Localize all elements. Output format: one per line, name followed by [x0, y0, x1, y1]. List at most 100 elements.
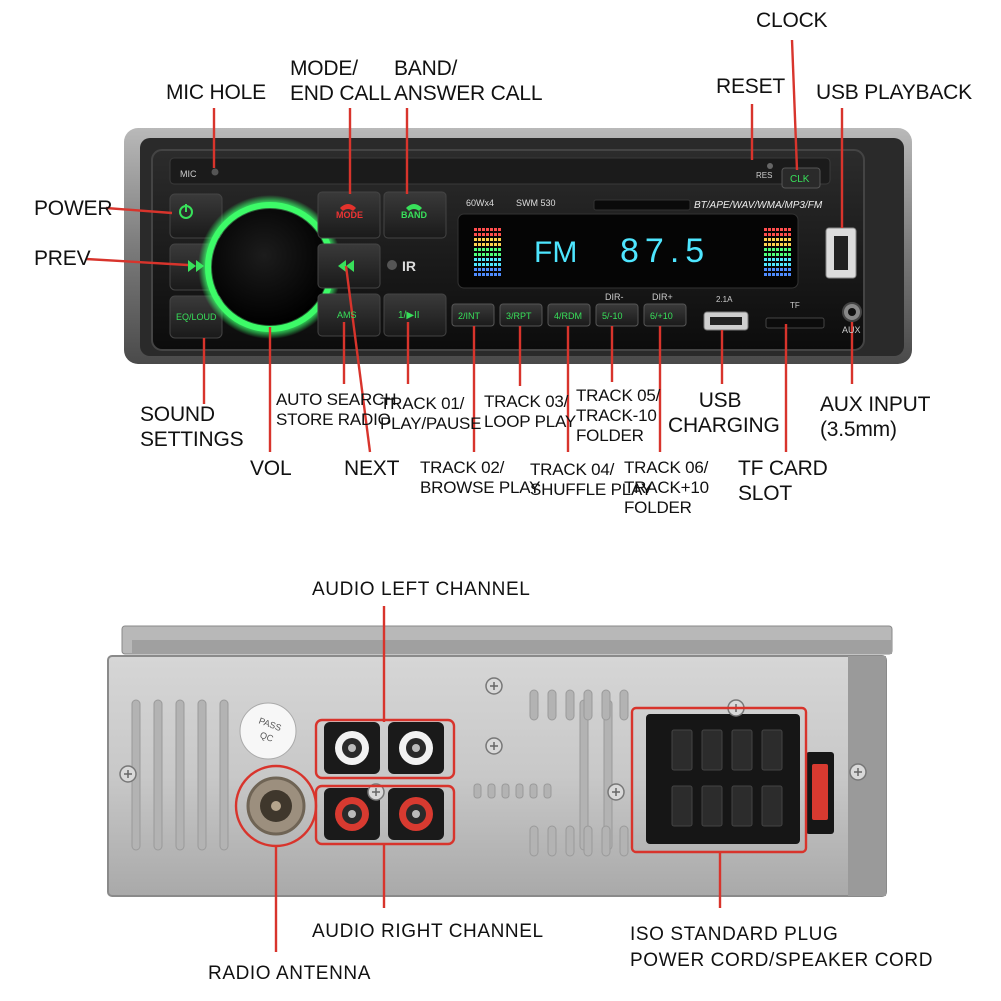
spectrum-cell [780, 238, 783, 241]
display-freq-text: 87.5 [620, 232, 710, 270]
spectrum-cell [490, 248, 493, 251]
iso-pin-cell [731, 785, 753, 827]
preset-key-label: 2/INT [458, 311, 481, 321]
vent-slot [565, 825, 575, 857]
spectrum-cell [788, 268, 791, 271]
spectrum-cell [486, 268, 489, 271]
iso-connector-pins [671, 729, 783, 827]
spectrum-cell [494, 263, 497, 266]
spectrum-cell [772, 243, 775, 246]
label-mode-end-call: MODE/ END CALL [290, 57, 392, 105]
spectrum-cell [494, 243, 497, 246]
usb-amp-text: 2.1A [716, 295, 733, 304]
spectrum-cell [486, 243, 489, 246]
spectrum-cell [764, 268, 767, 271]
vent-rib [219, 699, 229, 851]
spectrum-cell [490, 228, 493, 231]
label-track06: TRACK 06/ TRACK+10 FOLDER [624, 458, 709, 517]
qc-text: QC [259, 730, 276, 744]
spectrum-cell [764, 253, 767, 256]
volume-knob[interactable] [212, 209, 328, 325]
spectrum-cell [482, 268, 485, 271]
spectrum-cell [498, 258, 501, 261]
rca-jack-pin [348, 744, 356, 752]
vent-rib [175, 699, 185, 851]
spectrum-cell [768, 263, 771, 266]
spectrum-cell [764, 243, 767, 246]
spectrum-cell [780, 248, 783, 251]
vent-slot [487, 783, 496, 799]
spectrum-cell [784, 268, 787, 271]
spectrum-cell [490, 238, 493, 241]
preset-key[interactable] [595, 303, 639, 327]
label-radio-antenna: RADIO ANTENNA [208, 963, 371, 984]
play-pause-key[interactable] [383, 293, 447, 337]
vent-slot [565, 689, 575, 721]
spectrum-cell [776, 253, 779, 256]
spectrum-cell [768, 248, 771, 251]
preset-key[interactable] [643, 303, 687, 327]
spectrum-cell [776, 233, 779, 236]
mic-text: MIC [180, 169, 197, 179]
formats-text: BT/APE/WAV/WMA/MP3/FM [694, 200, 823, 211]
spectrum-cell [478, 263, 481, 266]
spectrum-cell [490, 253, 493, 256]
clk-text: CLK [790, 174, 810, 185]
preset-key-label: 5/-10 [602, 311, 623, 321]
spectrum-cell [474, 258, 477, 261]
tf-card-slot[interactable] [765, 317, 825, 329]
spectrum-cell [772, 263, 775, 266]
spectrum-cell [772, 233, 775, 236]
vent-slot [529, 783, 538, 799]
preset-key-label: 3/RPT [506, 311, 532, 321]
spectrum-cell [768, 233, 771, 236]
spectrum-cell [474, 263, 477, 266]
spectrum-cell [486, 233, 489, 236]
spectrum-cell [788, 253, 791, 256]
spectrum-cell [768, 258, 771, 261]
spectrum-cell [780, 228, 783, 231]
res-text: RES [756, 171, 772, 180]
back-top-rail [132, 640, 892, 654]
front-faceplate-rim [151, 149, 865, 351]
rca-jack-pin [412, 744, 420, 752]
spectrum-cell [486, 273, 489, 276]
label-mic-hole: MIC HOLE [166, 81, 266, 104]
power-spec-text: 60Wx4 [466, 198, 494, 208]
reset-hole[interactable] [767, 163, 773, 169]
spectrum-cell [498, 243, 501, 246]
spectrum-cell [498, 268, 501, 271]
vent-slot [529, 825, 539, 857]
spectrum-cell [482, 243, 485, 246]
spectrum-cell [788, 233, 791, 236]
spectrum-cell [486, 248, 489, 251]
vent-slot [619, 689, 629, 721]
spectrum-cell [788, 243, 791, 246]
spectrum-cell [780, 258, 783, 261]
spectrum-cell [784, 273, 787, 276]
spectrum-cell [478, 273, 481, 276]
clk-key[interactable] [781, 167, 821, 189]
label-next: NEXT [344, 457, 400, 480]
label-vol: VOL [250, 457, 292, 480]
spectrum-cell [494, 238, 497, 241]
spectrum-cell [498, 263, 501, 266]
spectrum-cell [474, 233, 477, 236]
spectrum-cell [482, 273, 485, 276]
spectrum-cell [784, 258, 787, 261]
spectrum-cell [482, 248, 485, 251]
band-key[interactable] [383, 191, 447, 239]
spectrum-cell [772, 248, 775, 251]
rca-jack-pin [348, 810, 356, 818]
spectrum-cell [474, 248, 477, 251]
answer-call-icon [406, 204, 422, 211]
spectrum-cell [478, 243, 481, 246]
spectrum-cell [772, 238, 775, 241]
spectrum-cell [478, 268, 481, 271]
spectrum-cell [784, 248, 787, 251]
spectrum-cell [486, 253, 489, 256]
label-band-answer-call: BAND/ ANSWER CALL [394, 57, 543, 105]
play-key-text: 1/▶II [398, 310, 420, 321]
spectrum-cell [486, 258, 489, 261]
